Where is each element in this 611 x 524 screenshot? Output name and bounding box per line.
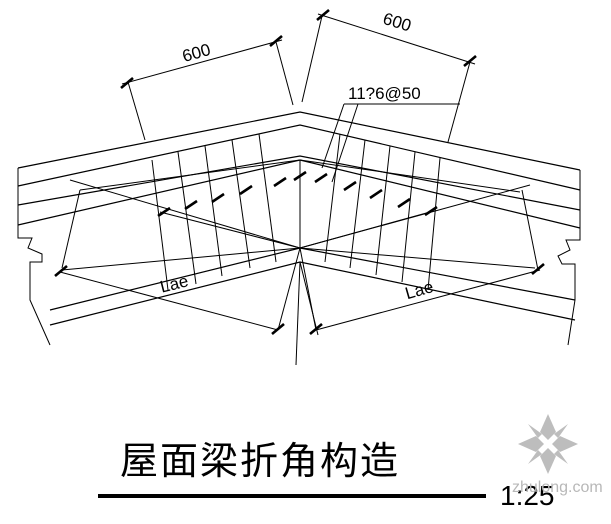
dimension-lae-right: Lae bbox=[299, 189, 545, 335]
title-underline bbox=[98, 494, 486, 498]
dimension-right-600: 600 bbox=[301, 9, 477, 143]
beam-outline bbox=[17, 111, 581, 346]
apex-drop-line bbox=[295, 261, 301, 366]
rebar-callout-label: 11?6@50 bbox=[348, 84, 421, 103]
stirrups-left bbox=[151, 133, 277, 291]
drawing-title: 屋面梁折角构造 bbox=[120, 439, 400, 483]
zhulong-logo-icon bbox=[518, 414, 578, 474]
stirrups-right bbox=[324, 133, 441, 291]
dimension-left-600: 600 bbox=[120, 35, 294, 141]
dimension-left-label: 600 bbox=[180, 40, 213, 66]
dimension-right-label: 600 bbox=[381, 9, 414, 35]
apex-drop-line-right bbox=[299, 261, 319, 336]
rebar-ticks bbox=[157, 170, 438, 218]
rebar-callout: 11?6@50 bbox=[321, 84, 460, 183]
scale-label: 1:25 bbox=[500, 480, 555, 511]
anchorage-left-label: Lae bbox=[158, 271, 190, 296]
watermark-text: zhulong.com bbox=[512, 479, 603, 496]
